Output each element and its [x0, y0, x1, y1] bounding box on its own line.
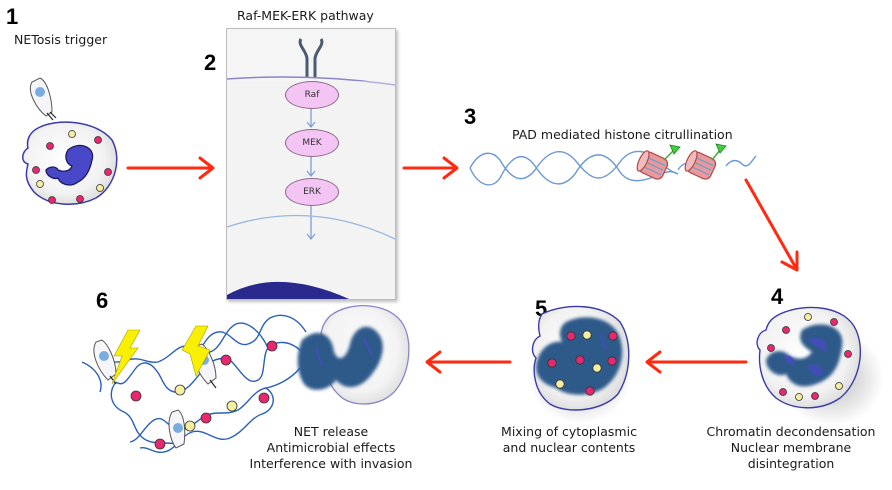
nucleosome [636, 144, 681, 180]
caption-line: and nuclear contents [502, 440, 636, 455]
cell-membrane [227, 76, 395, 86]
nuclear-membrane [227, 214, 395, 240]
caption-line: NETosis trigger [14, 32, 108, 47]
net-granules [130, 340, 278, 450]
arrow-4-to-5 [645, 350, 748, 374]
lightning-icon [181, 325, 211, 377]
caption-line: PAD mediated histone citrullination [512, 127, 733, 142]
arrow-3-to-4 [744, 178, 799, 272]
step-6-caption: NET release Antimicrobial effects Interf… [236, 424, 426, 472]
step-5-neutrophil [528, 305, 632, 424]
caption-line: Nuclear membrane [730, 440, 852, 455]
receptor-icon [298, 38, 324, 78]
nucleosome [684, 143, 727, 180]
step-1-neutrophil [22, 77, 118, 205]
step-4-neutrophil [756, 306, 884, 426]
nucleus-edge [227, 281, 349, 299]
lightning-icon [111, 329, 141, 385]
caption-line: NET release [293, 424, 369, 439]
bacterium-icon [93, 339, 117, 385]
arrow-2-to-3 [402, 156, 459, 180]
kinase-raf: Raf [285, 81, 339, 109]
kinase-erk: ERK [285, 178, 339, 206]
step-2-number: 2 [204, 50, 217, 75]
step-1-number: 1 [6, 4, 19, 29]
kinase-mek: MEK [285, 129, 339, 157]
caption-line: Mixing of cytoplasmic [501, 424, 637, 439]
step-3-caption: PAD mediated histone citrullination [512, 127, 733, 143]
step-1-caption: NETosis trigger [14, 32, 107, 48]
caption-line: Chromatin decondensation [706, 424, 876, 439]
caption-line: Interference with invasion [249, 456, 413, 471]
step-2-caption: Raf-MEK-ERK pathway [237, 8, 374, 24]
lobed-nucleus [45, 144, 94, 186]
step-5-caption: Mixing of cytoplasmic and nuclear conten… [494, 424, 644, 456]
arrow-5-to-6 [425, 350, 512, 374]
caption-line: Antimicrobial effects [266, 440, 396, 455]
arrow-1-to-2 [126, 156, 215, 180]
caption-line: Raf-MEK-ERK pathway [237, 8, 374, 23]
granules [32, 130, 112, 204]
cascade-arrows [306, 108, 316, 241]
pathway-panel: Raf MEK ERK [226, 28, 396, 300]
step-6-number: 6 [96, 288, 109, 313]
step-4-number: 4 [771, 284, 784, 309]
step-4-caption: Chromatin decondensation Nuclear membran… [696, 424, 886, 472]
bacterium-icon [30, 77, 57, 121]
step-6-net-release [81, 305, 410, 454]
bacterium-icon [168, 409, 186, 449]
flow-arrows [126, 156, 799, 374]
caption-line: disintegration [747, 456, 835, 471]
step-3-number: 3 [464, 104, 477, 129]
